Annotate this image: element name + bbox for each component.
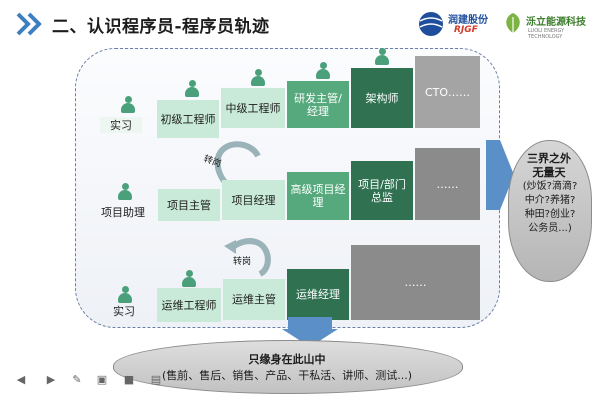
camera-icon[interactable]: ■ — [123, 373, 135, 386]
row1-step-mid-engineer: 中级工程师 — [221, 88, 285, 128]
person-icon — [182, 270, 196, 288]
company-logo-1: 润建股份 RJGF — [418, 9, 496, 39]
outside-body: (炒饭?滴滴?中介?养猪?种田?创业?公务员...) — [522, 181, 578, 234]
logo-1-sub: RJGF — [454, 25, 478, 35]
person-icon — [185, 80, 199, 98]
bottom-oval — [113, 340, 463, 394]
subtitle-icon[interactable]: ▤ — [150, 373, 162, 386]
person-icon — [118, 183, 132, 201]
bottom-body: (售前、售后、销售、产品、干私活、讲师、测试...) — [161, 369, 413, 382]
logo-leaf-icon — [506, 13, 520, 33]
logo-2-sub: LUOLI ENERGY TECHNOLOGY — [528, 28, 565, 40]
person-icon — [118, 286, 132, 304]
bottom-title: 只缘身在此山中 — [248, 353, 326, 366]
transfer-arrow-2 — [224, 238, 271, 277]
transfer-label-2: 转岗 — [233, 257, 252, 267]
row3-step-ops-manager: 运维经理 — [287, 269, 349, 320]
row2-step-dept-director: 项目/部门总监 — [351, 161, 413, 220]
row1-step-intern: 实习 — [100, 117, 142, 133]
person-icon — [251, 69, 265, 87]
company-logo-2: 泺立能源科技 LUOLI ENERGY TECHNOLOGY — [502, 9, 594, 41]
row2-step-project-supervisor: 项目主管 — [158, 189, 220, 221]
right-arrow — [486, 140, 514, 210]
person-icon — [121, 96, 135, 114]
row1-step-architect: 架构师 — [351, 68, 413, 128]
person-icon — [375, 48, 389, 66]
down-arrow — [282, 317, 338, 347]
outside-title-1: 三界之外 — [527, 152, 571, 165]
row2-step-senior-pm: 高级项目经理 — [287, 172, 349, 220]
prev-slide-icon[interactable]: ◀ — [16, 373, 26, 386]
row2-step-more: …… — [415, 148, 480, 220]
row2-step-project-assistant: 项目助理 — [101, 205, 145, 219]
logo-globe-icon — [419, 12, 443, 36]
row1-step-cto: CTO…… — [415, 56, 480, 128]
outside-title-2: 无量天 — [532, 166, 566, 179]
row1-step-rd-manager: 研发主管/经理 — [287, 81, 349, 128]
row2-step-project-manager: 项目经理 — [222, 180, 285, 220]
chevron-icon — [16, 12, 42, 36]
outside-oval — [508, 140, 592, 282]
row3-step-ops-supervisor: 运维主管 — [223, 279, 285, 320]
row3-step-more: …… — [351, 245, 480, 320]
pen-icon[interactable]: ✎ — [72, 373, 82, 386]
person-icon — [316, 62, 330, 80]
logo-1-name: 润建股份 — [448, 15, 488, 26]
logo-2-name: 泺立能源科技 — [526, 17, 586, 28]
more-options-icon[interactable]: ⋯ — [175, 373, 187, 386]
row1-step-junior-engineer: 初级工程师 — [157, 100, 219, 138]
page-title: 二、认识程序员-程序员轨迹 — [52, 17, 270, 37]
row3-step-intern: 实习 — [113, 304, 135, 318]
row3-step-ops-engineer: 运维工程师 — [157, 288, 221, 322]
next-slide-icon[interactable]: ▶ — [46, 373, 56, 386]
zoom-icon[interactable]: ▣ — [96, 373, 108, 386]
